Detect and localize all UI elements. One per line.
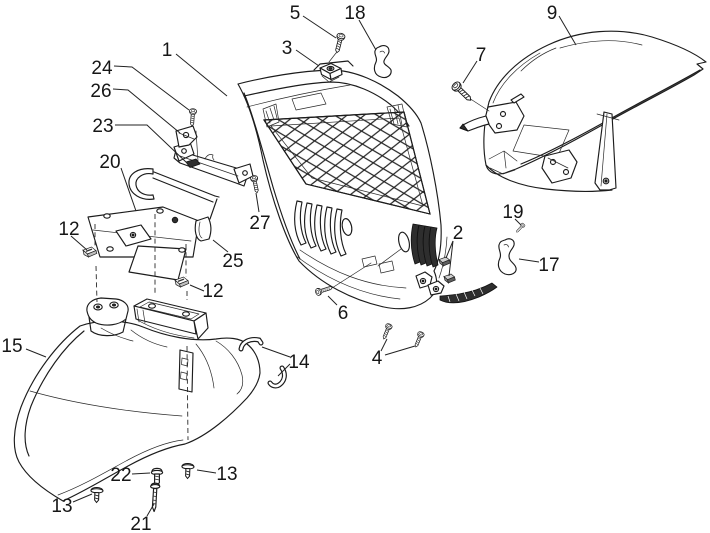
part-bracket-assembly xyxy=(82,125,254,288)
callout-5-screw: 5 xyxy=(290,3,301,24)
callout-25-u-bracket: 25 xyxy=(222,251,243,272)
callout-24-screw: 24 xyxy=(91,58,113,79)
leader-line-15 xyxy=(25,348,47,358)
leader-line-5 xyxy=(302,15,337,39)
fasteners xyxy=(90,32,526,513)
callout-19-screw: 19 xyxy=(502,202,523,223)
part-rear-fender xyxy=(459,30,707,192)
leader-line-23 xyxy=(115,124,188,164)
hook-14b xyxy=(267,365,287,389)
screw-5 xyxy=(332,32,346,55)
leader-line-4 xyxy=(380,338,388,352)
leader-lines xyxy=(25,15,577,517)
callout-12-clip: 12 xyxy=(202,281,223,302)
callout-9-rear-mudguard: 9 xyxy=(547,3,558,24)
callout-15-front-mudguard: 15 xyxy=(1,336,22,357)
part-front-fender xyxy=(13,214,261,502)
leader-line-6 xyxy=(327,295,338,306)
leader-line-2 xyxy=(448,240,454,277)
screw-7 xyxy=(449,79,475,105)
leader-line-12 xyxy=(70,235,88,251)
leader-line-13 xyxy=(72,493,93,503)
clip-2b xyxy=(443,273,456,284)
leader-line-18 xyxy=(358,19,377,51)
leader-line-13 xyxy=(196,469,217,474)
leader-line-20 xyxy=(120,167,137,212)
callout-13-screw: 13 xyxy=(51,496,72,517)
leader-line-4 xyxy=(384,345,416,356)
callout-6-screw: 6 xyxy=(338,303,349,324)
callout-4-screws: 4 xyxy=(372,348,383,369)
screw-4a xyxy=(380,322,394,341)
leader-line-9 xyxy=(558,15,577,46)
bracket-clip-17 xyxy=(497,238,517,276)
clip-2a xyxy=(438,256,451,267)
callout-20-mounting-plate: 20 xyxy=(99,152,120,173)
callout-14-hooks: 14 xyxy=(288,352,310,373)
callout-26-angle-bracket: 26 xyxy=(90,81,111,102)
callout-27-screw: 27 xyxy=(249,213,270,234)
callout-17-bracket-clip: 17 xyxy=(538,255,559,276)
callout-22-screw-washer: 22 xyxy=(110,465,131,486)
leader-line-24 xyxy=(113,65,190,111)
callout-2-clips: 2 xyxy=(453,223,464,244)
bracket-clip-18 xyxy=(373,45,392,79)
leader-line-2 xyxy=(445,240,454,259)
leader-line-27 xyxy=(255,192,260,213)
screw-13-left xyxy=(90,486,104,504)
callout-7-screw: 7 xyxy=(476,45,487,66)
callout-21-long-screw: 21 xyxy=(130,514,151,533)
callout-23-crossbar-bracket: 23 xyxy=(92,116,113,137)
part-inner-shield-panel xyxy=(237,60,498,310)
callout-18-bracket-clip: 18 xyxy=(344,3,365,24)
screw-4b xyxy=(412,330,426,349)
leader-line-21 xyxy=(146,503,155,517)
callout-1-inner-shield-panel: 1 xyxy=(162,40,173,61)
leader-line-7 xyxy=(462,60,478,84)
leader-line-19 xyxy=(514,218,522,226)
leader-line-17 xyxy=(518,258,540,263)
screw-13-right xyxy=(181,462,195,480)
leader-line-3 xyxy=(295,49,320,67)
leader-line-12 xyxy=(189,284,205,292)
screw-27 xyxy=(249,174,261,194)
callout-13-screw: 13 xyxy=(216,464,237,485)
callout-3-clip-nut: 3 xyxy=(282,38,293,59)
leader-line-1 xyxy=(175,53,228,97)
screw-24 xyxy=(188,108,198,127)
hook-14a xyxy=(238,337,264,352)
leader-line-14 xyxy=(261,346,291,358)
clip-nut-3 xyxy=(319,62,343,83)
leader-line-26 xyxy=(112,88,181,134)
leader-line-25 xyxy=(212,239,229,253)
leader-line-22 xyxy=(131,472,151,475)
callout-12-clip: 12 xyxy=(58,219,79,240)
leader-line-14 xyxy=(277,363,291,377)
